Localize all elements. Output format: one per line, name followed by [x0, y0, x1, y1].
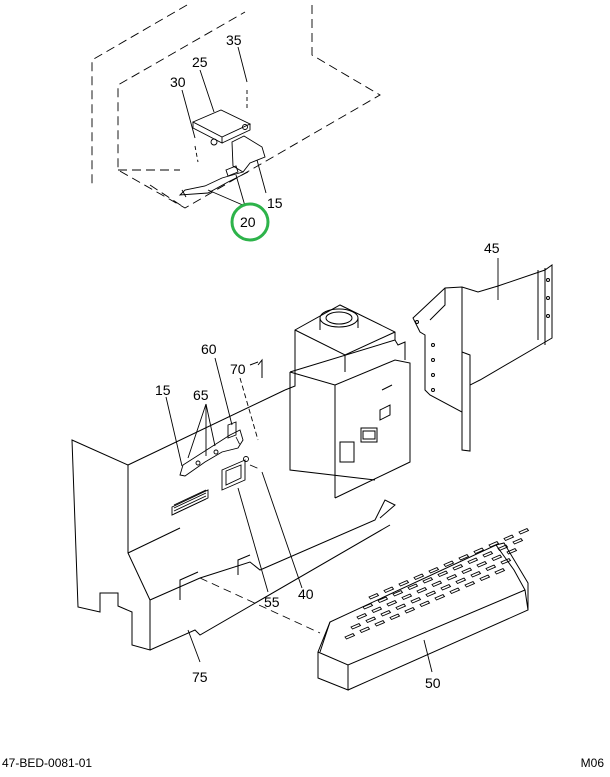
tray-slots — [344, 528, 530, 640]
tray-slot — [422, 577, 434, 584]
callout-20: 20 — [240, 214, 256, 230]
tray-slot — [512, 538, 524, 545]
tray-slot — [374, 620, 386, 627]
tray-slot — [458, 554, 470, 561]
tray-slot — [425, 590, 437, 598]
tray-slot — [467, 557, 479, 565]
bracket-55 — [221, 456, 249, 491]
tray-slot — [470, 571, 482, 578]
tray-slot — [416, 587, 428, 594]
tray-slot — [482, 551, 494, 558]
callout-50: 50 — [425, 675, 441, 691]
tray-slot — [362, 603, 374, 610]
tray-slot — [452, 564, 464, 571]
callout-65: 65 — [193, 387, 209, 403]
callout-15-main: 15 — [155, 382, 171, 398]
tray-slot — [413, 573, 425, 581]
tray-slot — [479, 574, 491, 582]
tray-slot — [359, 626, 371, 634]
tray-slot — [443, 560, 455, 568]
top-cylinder — [319, 308, 359, 330]
top-detail-outline — [91, 4, 381, 209]
callout-30: 30 — [170, 74, 186, 90]
leader-lines-top — [181, 46, 267, 207]
tray-slot — [494, 568, 506, 575]
side-panel-45 — [412, 264, 553, 452]
tray-slot — [500, 558, 512, 565]
tray-slot — [449, 587, 461, 595]
tray-slot — [401, 593, 413, 601]
tray-slot — [350, 623, 362, 630]
tray-slot — [410, 597, 422, 604]
tray-slot — [428, 567, 440, 574]
callout-45: 45 — [484, 240, 500, 256]
tray-slot — [446, 574, 458, 581]
tray-slot — [491, 554, 503, 562]
callout-55: 55 — [264, 594, 280, 610]
tray-slot — [344, 633, 356, 640]
tray-slot — [506, 548, 518, 555]
callout-35: 35 — [226, 32, 242, 48]
tray-slot — [371, 606, 383, 614]
latch-60-15 — [179, 421, 244, 477]
tray-slot — [455, 577, 467, 585]
tray-slot — [464, 581, 476, 588]
lower-base — [149, 455, 396, 651]
tray-slot — [365, 616, 377, 624]
tray-slot — [431, 580, 443, 588]
sheet-code: M06 — [580, 756, 604, 770]
tray-slot — [398, 580, 410, 587]
bracket-25 — [191, 109, 252, 146]
tray-slot — [389, 613, 401, 621]
callout-75: 75 — [192, 669, 208, 685]
tray-slot — [473, 547, 485, 555]
step-tray-50 — [317, 542, 529, 691]
tray-slot — [440, 584, 452, 591]
tray-slot — [488, 541, 500, 548]
callout-15-top: 15 — [267, 195, 283, 211]
tray-slot — [518, 528, 530, 535]
tray-slot — [419, 600, 431, 608]
drawing-id: 47-BED-0081-01 — [2, 756, 93, 770]
tray-slot — [392, 590, 404, 597]
tray-slot — [380, 610, 392, 617]
leader-lines-main — [165, 258, 499, 673]
tray-slot — [386, 600, 398, 607]
tray-slot — [497, 544, 509, 552]
tray-slot — [437, 570, 449, 578]
callout-25: 25 — [192, 54, 208, 70]
tray-slot — [503, 534, 515, 542]
tray-slot — [485, 564, 497, 572]
center-cabinet — [249, 304, 411, 499]
tray-slot — [407, 583, 419, 591]
callout-60: 60 — [201, 341, 217, 357]
tray-slot — [356, 613, 368, 620]
tray-slot — [377, 596, 389, 604]
tray-slot — [461, 567, 473, 575]
tray-slot — [383, 586, 395, 594]
tray-slot — [404, 607, 416, 614]
dashed-guides — [199, 436, 321, 634]
tray-slot — [476, 561, 488, 568]
tray-slot — [395, 603, 407, 611]
highlight-ring — [230, 202, 270, 242]
left-side-panel — [71, 389, 286, 651]
latch-assembly — [178, 135, 266, 198]
callout-70: 70 — [230, 361, 246, 377]
panel-vent-grille — [171, 489, 209, 516]
tray-slot — [434, 594, 446, 601]
tray-slot — [368, 593, 380, 600]
callout-40: 40 — [298, 586, 314, 602]
